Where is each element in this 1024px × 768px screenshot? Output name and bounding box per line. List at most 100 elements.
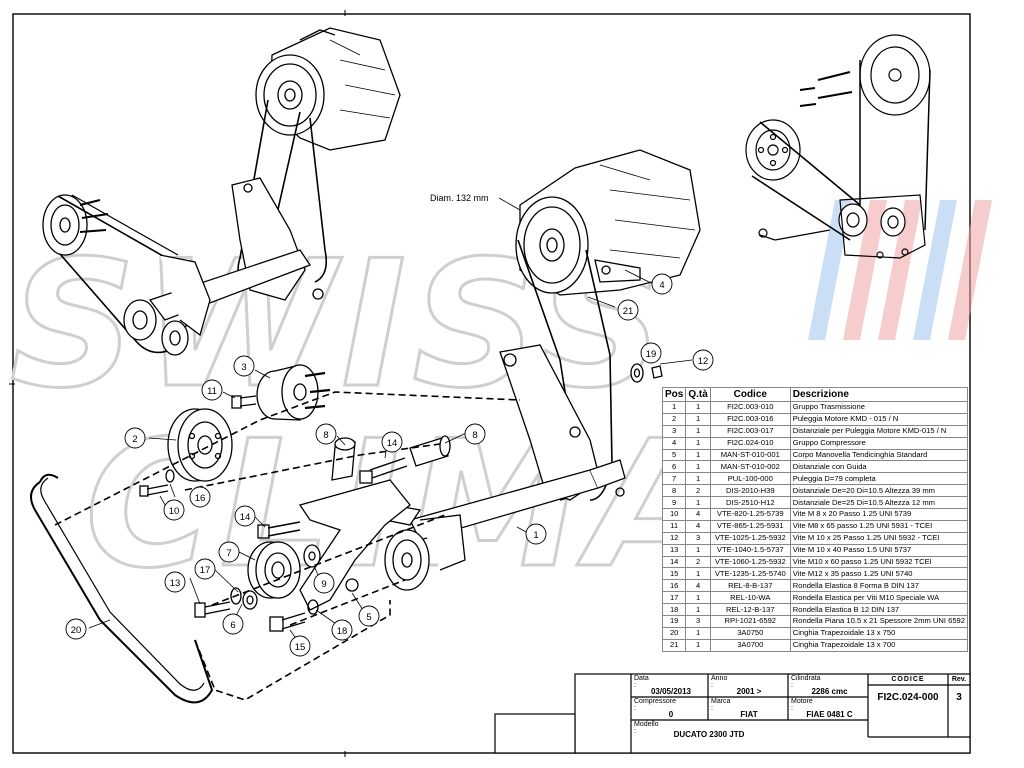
bolt-12-washer-19 [630, 363, 663, 383]
assembly-view-right [745, 34, 931, 259]
spacer-9 [303, 544, 321, 568]
cell-qty: 1 [685, 448, 711, 462]
cell-qty: 1 [685, 567, 711, 581]
callout-2: 2 [124, 427, 146, 449]
svg-text:11: 11 [207, 386, 217, 397]
cell-qty: 3 [685, 531, 711, 545]
cell-qty: 2 [685, 555, 711, 569]
cell-qty: 4 [685, 508, 711, 521]
bolt-15 [269, 612, 306, 632]
cell-desc: Rondella Elastica per Viti M10 Speciale … [789, 591, 969, 605]
callout-11: 11 [201, 379, 223, 401]
compressor-left [255, 27, 401, 151]
cell-desc: Puleggia D=79 completa [789, 472, 969, 486]
cell-pos: 16 [661, 579, 687, 593]
parts-table-header-row: Pos Q.tà Codice Descrizione [661, 387, 969, 402]
cell-pos: 5 [661, 448, 687, 462]
cell-desc: Corpo Manovella Tendicinghia Standard [789, 448, 969, 462]
svg-text:17: 17 [200, 565, 211, 576]
cell-code: 3A0700 [709, 638, 791, 652]
callout-14b: 14 [234, 505, 256, 527]
cell-desc: Cinghia Trapezoidale 13 x 700 [789, 638, 969, 652]
callout-18: 18 [331, 619, 353, 641]
cell-qty: 1 [685, 543, 711, 557]
cell-desc: Vite M12 x 35 passo 1.25 UNI 5740 [789, 567, 969, 581]
svg-text:14: 14 [240, 512, 251, 523]
spacer-8-a [331, 437, 356, 481]
cell-qty: 3 [685, 615, 711, 628]
year-label: Anno : [711, 675, 728, 689]
cell-code: VTE-820-1.25-5739 [709, 508, 791, 521]
cell-desc: Vite M 8 x 20 Passo 1.25 UNI 5739 [789, 508, 969, 521]
watermark-logo: SWISS CLIMA [9, 200, 992, 609]
svg-text:20: 20 [71, 625, 82, 636]
cell-desc: Cinghia Trapezoidale 13 x 750 [789, 626, 969, 640]
cell-code: FI2C.003-016 [709, 412, 791, 426]
callout-9: 9 [313, 572, 335, 594]
cell-pos: 15 [661, 567, 687, 581]
cell-desc: Rondella Elastica B 12 DIN 137 [789, 603, 969, 617]
cell-qty: 1 [685, 472, 711, 486]
svg-text:21: 21 [623, 306, 634, 317]
cell-code: DIS-2010-H39 [709, 484, 791, 498]
cell-code: REL-8-B-137 [709, 579, 791, 593]
cell-qty: 1 [685, 603, 711, 617]
belt-20 [30, 481, 214, 704]
assembly-view-left [42, 27, 401, 356]
bolt-14-a [359, 457, 408, 484]
cell-desc: Gruppo Compressore [789, 436, 969, 450]
callout-3: 3 [233, 355, 255, 377]
cell-desc: Gruppo Trasmissione [789, 401, 969, 414]
cell-code: FI2C.003-010 [709, 401, 791, 414]
cell-desc: Vite M10 x 60 passo 1.25 UNI 5932 TCEI [789, 555, 969, 569]
cell-pos: 6 [661, 460, 687, 474]
cell-qty: 1 [685, 626, 711, 640]
cell-code: DIS-2510-H12 [709, 496, 791, 510]
compressor-label: Compressore : [634, 698, 677, 712]
washer-18 [307, 599, 319, 615]
cell-desc: Rondella Elastica 8 Forma B DIN 137 [789, 579, 969, 593]
callout-21: 21 [617, 299, 639, 321]
cell-pos: 13 [661, 543, 687, 557]
model-label: Modello : [634, 721, 659, 735]
cell-pos: 11 [661, 519, 687, 533]
cell-code: REL-12-B-137 [709, 603, 791, 617]
svg-text:9: 9 [321, 579, 326, 590]
svg-text:2: 2 [132, 434, 137, 445]
model-value: DUCATO 2300 JTD [673, 730, 745, 739]
callout-6: 6 [222, 613, 244, 635]
cell-pos: 1 [661, 401, 687, 414]
cell-pos: 8 [661, 484, 687, 498]
svg-text:13: 13 [170, 578, 181, 589]
callout-16: 16 [189, 486, 211, 508]
cell-code: VTE-1040-1.5-5737 [709, 543, 791, 557]
cell-desc: Distanziale De=20 Di=10.5 Altezza 39 mm [789, 484, 969, 498]
cell-qty: 1 [685, 460, 711, 474]
cell-code: 3A0750 [709, 626, 791, 640]
cell-qty: 1 [685, 401, 711, 414]
cell-pos: 2 [661, 412, 687, 426]
explosion-lines [54, 391, 521, 701]
cell-code: VTE-1025-1.25-5932 [709, 531, 791, 545]
exploded-view [30, 149, 701, 704]
compressor-main [515, 149, 701, 296]
svg-text:6: 6 [230, 620, 235, 631]
cell-pos: 7 [661, 472, 687, 486]
header-code: Codice [709, 387, 791, 402]
callouts: 1 2 3 4 5 6 7 8 8 9 10 11 12 13 14 14 15… [65, 273, 714, 657]
engine-value: FIAE 0481 C [806, 710, 853, 719]
bolt-11 [231, 395, 257, 409]
cell-desc: Distanziale per Puleggia Motore KMD-015 … [789, 424, 969, 438]
cell-qty: 1 [685, 436, 711, 450]
